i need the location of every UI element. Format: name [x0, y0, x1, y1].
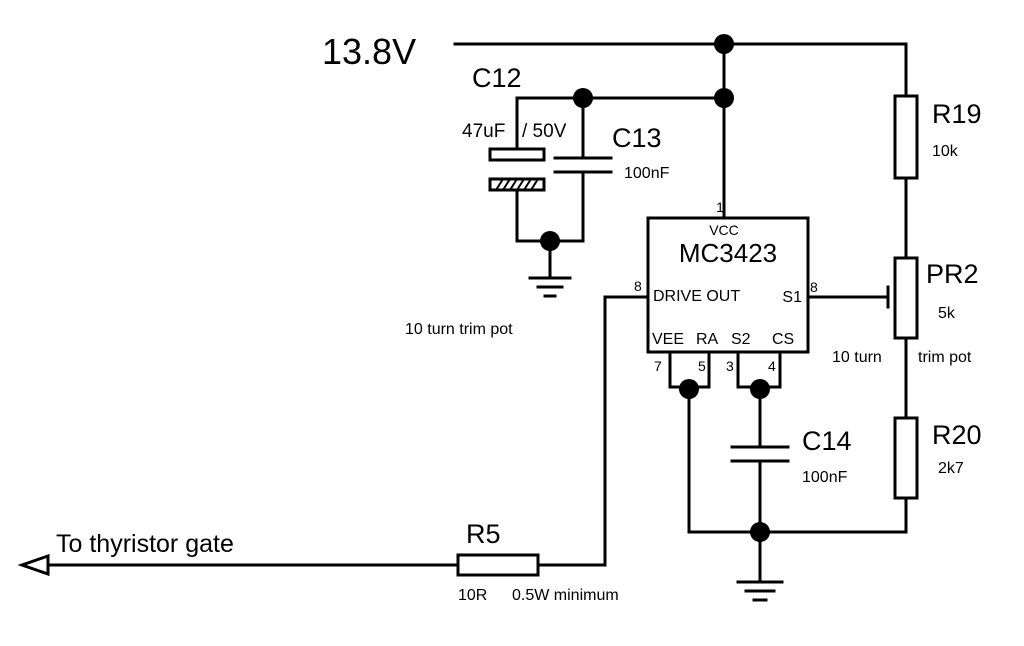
junction-supply-decoupling: [714, 88, 734, 108]
r20-value: 2k7: [938, 460, 964, 477]
ic-pin-cs-label: CS: [772, 331, 794, 348]
r5-ref: R5: [466, 519, 501, 549]
pr2-value: 5k: [938, 305, 956, 322]
ic-pin-cs-number: 4: [768, 358, 776, 374]
resistor-r20: [893, 416, 919, 500]
ic-pin-ra-label: RA: [696, 331, 719, 348]
supply-rail-wire: [453, 42, 908, 98]
pr2-note-trim-pot: trim pot: [918, 349, 972, 366]
pr2-ref: PR2: [926, 259, 979, 289]
ic-name: MC3423: [679, 238, 777, 268]
c12-ref: C12: [472, 63, 522, 93]
ic-pin-s2-number: 3: [726, 358, 734, 374]
r19-value: 10k: [932, 143, 959, 160]
ic-pin-drive-out-number: 8: [634, 278, 642, 294]
resistor-r5: [456, 553, 540, 577]
ic-pin-s1-label: S1: [782, 289, 802, 306]
ic-pin-vcc-number: 1: [716, 199, 724, 215]
c13-symbol: [553, 96, 613, 243]
ic-pin-s1-number: 8: [810, 279, 818, 295]
decoupling-top-wire: [515, 96, 726, 137]
ic-pin-vee-number: 7: [654, 358, 662, 374]
c14-ref: C14: [802, 426, 852, 456]
ic-pin-vcc-label: VCC: [709, 222, 739, 238]
supply-label: 13.8V: [322, 31, 416, 72]
ic-mc3423-body: [646, 216, 810, 354]
c12-rating: / 50V: [522, 121, 567, 142]
c13-ref: C13: [612, 123, 662, 153]
c14-value: 100nF: [802, 469, 848, 486]
r5-value: 10R: [458, 587, 487, 604]
c12-positive-plate: [488, 147, 546, 162]
ic-pin-ra-number: 5: [698, 358, 706, 374]
ic-pin-vee-label: VEE: [652, 331, 684, 348]
ic-pin-drive-out-label: DRIVE OUT: [653, 288, 740, 305]
vee-ground-wire: [687, 387, 762, 534]
c13-value: 100nF: [624, 165, 670, 182]
output-arrow-icon: [17, 553, 50, 577]
output-label: To thyristor gate: [56, 530, 234, 558]
c14-symbol: [730, 387, 790, 534]
ground-symbol-main: [736, 530, 784, 602]
c12-bottom-lead: [515, 188, 585, 243]
r5-rating: 0.5W minimum: [512, 587, 619, 604]
c12-value: 47uF: [462, 121, 505, 142]
ground-symbol-decoupling: [528, 239, 572, 298]
r20-ref: R20: [932, 420, 982, 450]
capacitor-c13: [553, 96, 613, 243]
resistor-r19: [893, 94, 919, 180]
drive-out-wire: [536, 295, 650, 567]
left-trim-pot-note: 10 turn trim pot: [405, 321, 513, 338]
potentiometer-pr2: [893, 256, 919, 340]
capacitor-c12: [488, 133, 585, 243]
r19-ref: R19: [932, 99, 982, 129]
junction-supply-top: [714, 34, 734, 54]
pr2-note-turns: 10 turn: [832, 349, 882, 366]
r20-ground-wire: [758, 496, 908, 534]
ic-pin-s2-label: S2: [731, 331, 751, 348]
c12-plate-hatch: [495, 178, 539, 191]
